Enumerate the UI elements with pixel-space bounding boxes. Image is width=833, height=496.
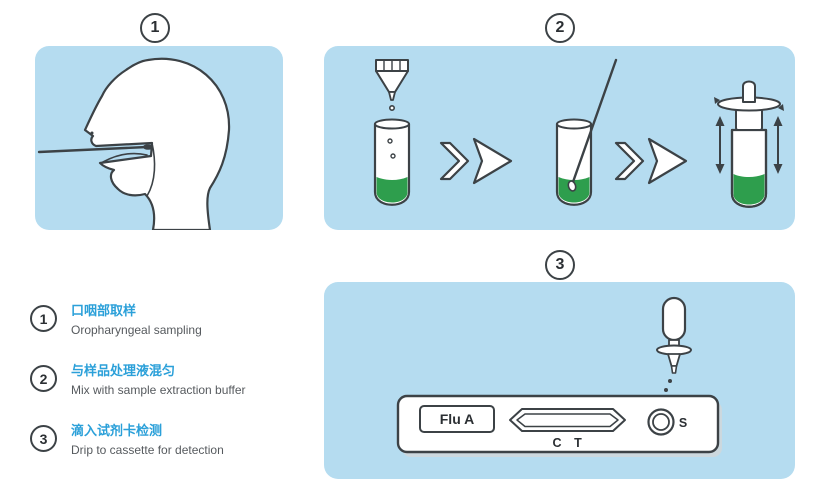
liquid-green bbox=[733, 174, 765, 205]
nostril-dot bbox=[90, 131, 94, 135]
result-window bbox=[509, 408, 626, 432]
legend-circle-1: 1 bbox=[30, 305, 57, 332]
legend-zh-2: 与样品处理液混匀 bbox=[71, 363, 176, 378]
legend-item-3: 3 滴入试剂卡检测 Drip to cassette for detection bbox=[30, 420, 320, 457]
step1-badge: 1 bbox=[140, 13, 170, 43]
control-line-label: C bbox=[552, 436, 561, 450]
step1-panel bbox=[35, 46, 283, 230]
legend-zh-1: 口咽部取样 bbox=[71, 303, 137, 318]
legend: 1 口咽部取样 Oropharyngeal sampling 2 与样品处理液混… bbox=[30, 300, 320, 480]
rotate-arrow-icon bbox=[778, 104, 784, 111]
legend-number-1: 1 bbox=[39, 310, 48, 327]
mixing-illustration bbox=[373, 58, 784, 208]
drop-icon bbox=[390, 153, 396, 159]
step2-panel bbox=[324, 46, 795, 230]
capped-tube-shake bbox=[714, 80, 784, 208]
drop-icon bbox=[668, 379, 672, 383]
drop-icon bbox=[664, 388, 668, 392]
sample-well bbox=[647, 408, 675, 436]
arrow-right-icon bbox=[439, 137, 513, 185]
drop-icon bbox=[387, 138, 393, 144]
legend-zh-3: 滴入试剂卡检测 bbox=[71, 423, 163, 438]
drop-icon bbox=[389, 104, 396, 111]
legend-number-3: 3 bbox=[39, 430, 48, 447]
cap-nozzle bbox=[742, 80, 756, 103]
cassette: Flu A C T S bbox=[396, 394, 722, 457]
step1-badge-number: 1 bbox=[150, 19, 160, 36]
legend-en-1: Oropharyngeal sampling bbox=[71, 323, 202, 337]
legend-text-2: 与样品处理液混匀 Mix with sample extraction buff… bbox=[71, 360, 246, 397]
test-name-label: Flu A bbox=[440, 411, 474, 427]
legend-circle-2: 2 bbox=[30, 365, 57, 392]
step2-badge: 2 bbox=[545, 13, 575, 43]
liquid-green bbox=[376, 177, 408, 203]
oropharyngeal-sampling-illustration bbox=[37, 57, 231, 230]
head-profile bbox=[83, 57, 231, 230]
legend-item-1: 1 口咽部取样 Oropharyngeal sampling bbox=[30, 300, 320, 337]
dropper bbox=[656, 296, 692, 392]
cassette-illustration: Flu A C T S bbox=[396, 296, 722, 457]
shake-arrows-icon bbox=[715, 116, 783, 174]
legend-text-1: 口咽部取样 Oropharyngeal sampling bbox=[71, 300, 202, 337]
swab-icon bbox=[37, 144, 153, 154]
legend-text-3: 滴入试剂卡检测 Drip to cassette for detection bbox=[71, 420, 224, 457]
swab-tip bbox=[567, 180, 577, 192]
rotate-arrow-icon bbox=[714, 97, 720, 104]
test-line-label: T bbox=[574, 436, 582, 450]
tongue-line bbox=[102, 152, 148, 163]
swab-in-tube bbox=[555, 58, 618, 206]
swab-stick bbox=[571, 58, 618, 184]
sample-well-label: S bbox=[679, 416, 687, 430]
step3-panel: Flu A C T S bbox=[324, 282, 795, 479]
legend-en-3: Drip to cassette for detection bbox=[71, 443, 224, 457]
buffer-bottle-and-tube bbox=[373, 59, 411, 206]
test-name-plate bbox=[419, 405, 495, 433]
legend-circle-3: 3 bbox=[30, 425, 57, 452]
legend-number-2: 2 bbox=[39, 370, 48, 387]
legend-item-2: 2 与样品处理液混匀 Mix with sample extraction bu… bbox=[30, 360, 320, 397]
arrow-right-icon bbox=[614, 137, 688, 185]
legend-en-2: Mix with sample extraction buffer bbox=[71, 383, 246, 397]
step2-badge-number: 2 bbox=[555, 19, 565, 36]
step3-badge: 3 bbox=[545, 250, 575, 280]
step3-badge-number: 3 bbox=[555, 256, 565, 273]
